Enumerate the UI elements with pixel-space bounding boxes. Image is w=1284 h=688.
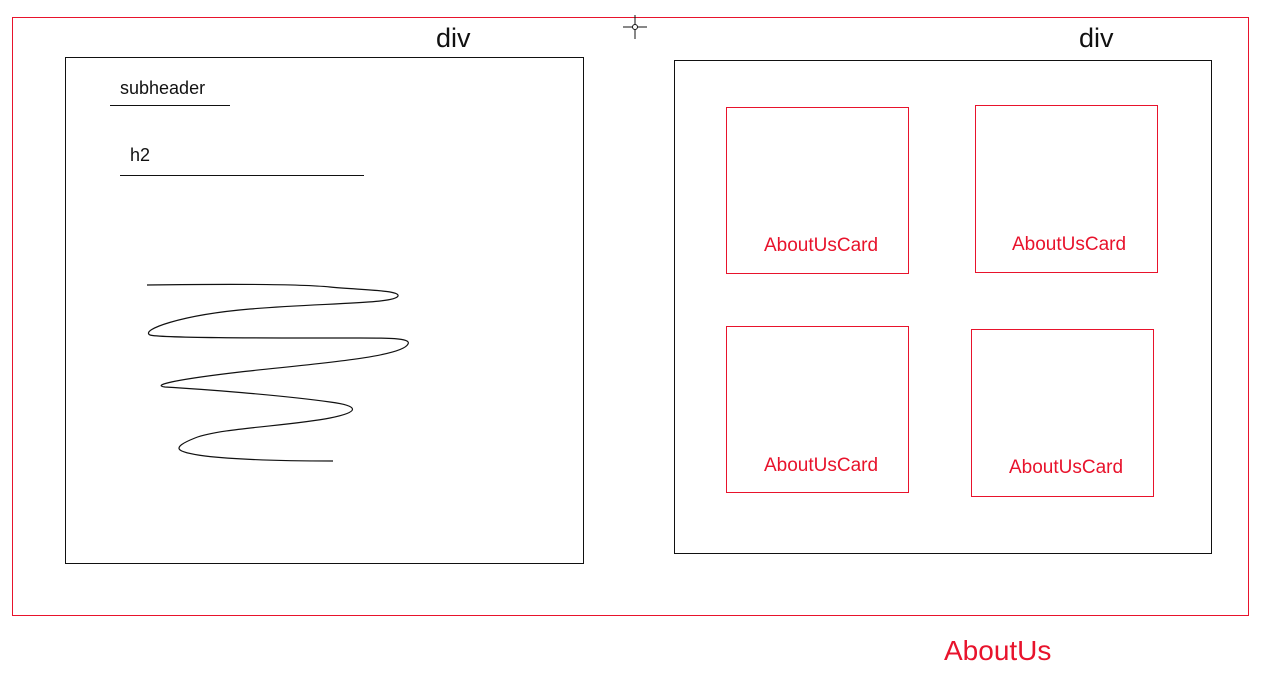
- aboutus-card-4: [971, 329, 1154, 497]
- subheader-label: subheader: [120, 78, 206, 98]
- h2-underline: [120, 175, 364, 176]
- aboutus-card-4-label: AboutUsCard: [1009, 457, 1124, 478]
- right-div-label: div: [1079, 23, 1114, 53]
- aboutus-card-1-label: AboutUsCard: [764, 235, 879, 256]
- aboutus-card-2: [975, 105, 1158, 273]
- left-div-box: [65, 57, 584, 564]
- crosshair-cursor-icon: [623, 15, 647, 39]
- subheader-underline: [110, 105, 230, 106]
- aboutus-caption: AboutUs: [944, 635, 1052, 666]
- aboutus-card-3-label: AboutUsCard: [764, 455, 879, 476]
- aboutus-card-2-label: AboutUsCard: [1012, 234, 1127, 255]
- right-div-box: [674, 60, 1212, 554]
- h2-label: h2: [130, 145, 151, 165]
- aboutus-container: [12, 17, 1249, 616]
- aboutus-card-3: [726, 326, 909, 493]
- aboutus-card-1: [726, 107, 909, 274]
- left-div-label: div: [436, 23, 471, 53]
